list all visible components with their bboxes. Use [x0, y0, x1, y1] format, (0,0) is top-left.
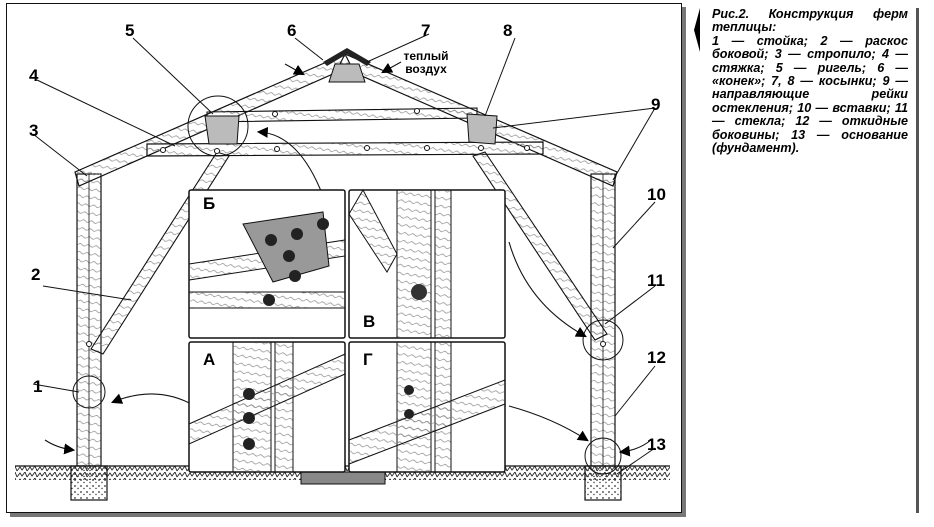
label-8: 8	[503, 21, 513, 40]
inset-g	[348, 341, 506, 473]
gusset-right	[466, 113, 498, 145]
post-left	[76, 173, 102, 467]
label-3: 3	[29, 121, 39, 140]
label-6: 6	[287, 21, 297, 40]
inset-b	[188, 189, 346, 339]
caption-title: Рис.2. Конструкция ферм теплицы:	[712, 7, 908, 35]
base-plate	[300, 471, 386, 485]
detail-arrows	[110, 61, 589, 442]
warm-air-note: теплый воздух	[403, 49, 449, 76]
inset-a	[188, 341, 346, 473]
inset-label-b: Б	[201, 194, 218, 214]
inset-label-g: Г	[361, 350, 375, 370]
label-11: 11	[647, 271, 665, 290]
leader-lines	[32, 33, 656, 475]
label-5: 5	[125, 21, 135, 40]
bolts	[86, 108, 606, 347]
label-13: 13	[647, 435, 666, 454]
figure-caption: Рис.2. Конструкция ферм теплицы: 1 — сто…	[712, 7, 908, 156]
foundation-left	[70, 465, 108, 501]
caption-marker	[694, 8, 700, 52]
label-10: 10	[647, 185, 666, 204]
ridge-cap	[323, 48, 371, 66]
caption-body: 1 — стойка; 2 — раскос боковой; 3 — стро…	[712, 33, 908, 156]
greenhouse-truss-drawing	[15, 33, 670, 501]
label-9: 9	[651, 95, 661, 114]
gusset-left	[204, 115, 240, 145]
diagram-frame: 1 2 3 4 5 6 7 8 9 10 11 12 13 теплый воз…	[6, 3, 682, 513]
label-4: 4	[29, 66, 39, 85]
inset-v	[348, 188, 506, 339]
inset-label-a: А	[201, 350, 218, 370]
sash-swing-arrow-left	[44, 439, 76, 455]
label-12: 12	[647, 348, 666, 367]
label-7: 7	[421, 21, 431, 40]
label-1: 1	[33, 377, 43, 396]
inset-label-v: В	[361, 312, 378, 332]
page-edge-shadow	[916, 8, 919, 513]
ridge-gusset	[328, 63, 366, 83]
label-2: 2	[31, 265, 41, 284]
detail-circles	[72, 95, 624, 475]
tie-beam	[146, 141, 544, 157]
sash-swing-arrow-right	[618, 439, 652, 457]
foundation-right	[584, 465, 622, 501]
